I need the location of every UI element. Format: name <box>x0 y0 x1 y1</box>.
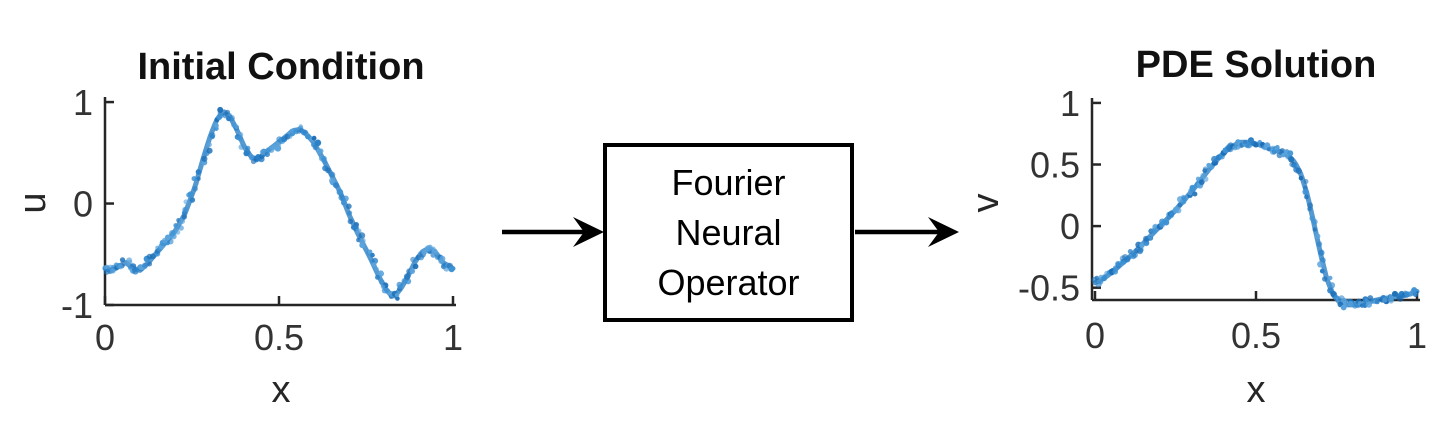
svg-text:-1: -1 <box>61 285 93 326</box>
left-x-axis-label: x <box>271 368 291 411</box>
svg-text:1: 1 <box>1060 85 1080 124</box>
input-arrow-icon <box>502 217 604 247</box>
output-arrow-icon <box>855 217 959 247</box>
pde-solution-title: PDE Solution <box>1135 44 1377 86</box>
left-y-axis-label: u <box>11 192 54 214</box>
fno-box-line-2: Neural <box>675 211 782 253</box>
svg-text:0: 0 <box>73 184 93 225</box>
fourier-neural-operator-box: Fourier Neural Operator <box>603 143 854 322</box>
svg-text:0: 0 <box>1085 315 1105 356</box>
svg-text:0: 0 <box>1060 206 1080 247</box>
svg-text:0.5: 0.5 <box>254 317 304 358</box>
right-x-axis-label: x <box>1246 368 1266 411</box>
svg-text:0.5: 0.5 <box>1030 145 1080 186</box>
flow-arrows <box>502 217 959 247</box>
initial-condition-title: Initial Condition <box>137 46 425 88</box>
svg-text:0.5: 0.5 <box>1231 315 1281 356</box>
fno-box-line-1: Fourier <box>671 161 786 203</box>
svg-text:1: 1 <box>443 317 463 358</box>
svg-text:1: 1 <box>1407 315 1427 356</box>
svg-text:0: 0 <box>95 317 115 358</box>
svg-text:1: 1 <box>73 85 93 123</box>
fno-box-line-3: Operator <box>657 261 800 303</box>
svg-text:-0.5: -0.5 <box>1018 268 1080 309</box>
